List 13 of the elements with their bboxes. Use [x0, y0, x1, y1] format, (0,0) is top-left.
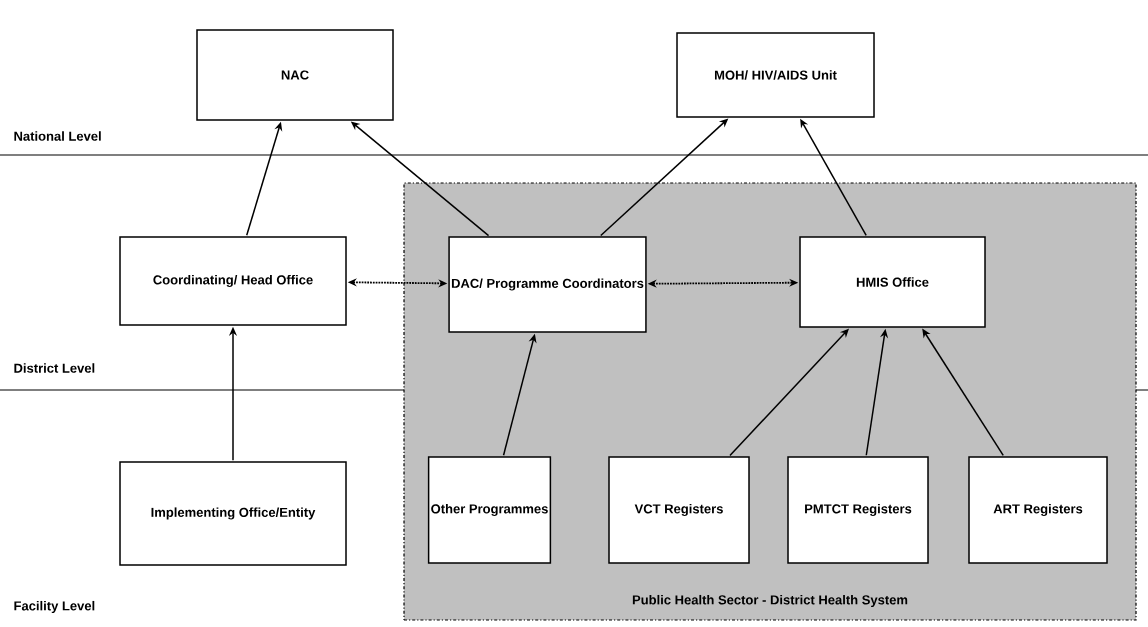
box: HMIS Office — [799, 236, 986, 328]
level-label: National Level — [14, 131, 101, 141]
box: Other Programmes — [427, 456, 552, 564]
box: DAC/ Programme Coordinators — [448, 236, 647, 333]
box: Coordinating/ Head Office — [119, 236, 347, 326]
box: ART Registers — [968, 456, 1108, 564]
box: MOH/ HIV/AIDS Unit — [676, 32, 875, 118]
box: PMTCT Registers — [787, 456, 929, 564]
level-label: Facility Level — [14, 600, 95, 614]
level-label: District Level — [14, 363, 95, 373]
box: Implementing Office/Entity — [119, 461, 347, 566]
box: NAC — [196, 29, 394, 121]
box: VCT Registers — [608, 456, 750, 564]
